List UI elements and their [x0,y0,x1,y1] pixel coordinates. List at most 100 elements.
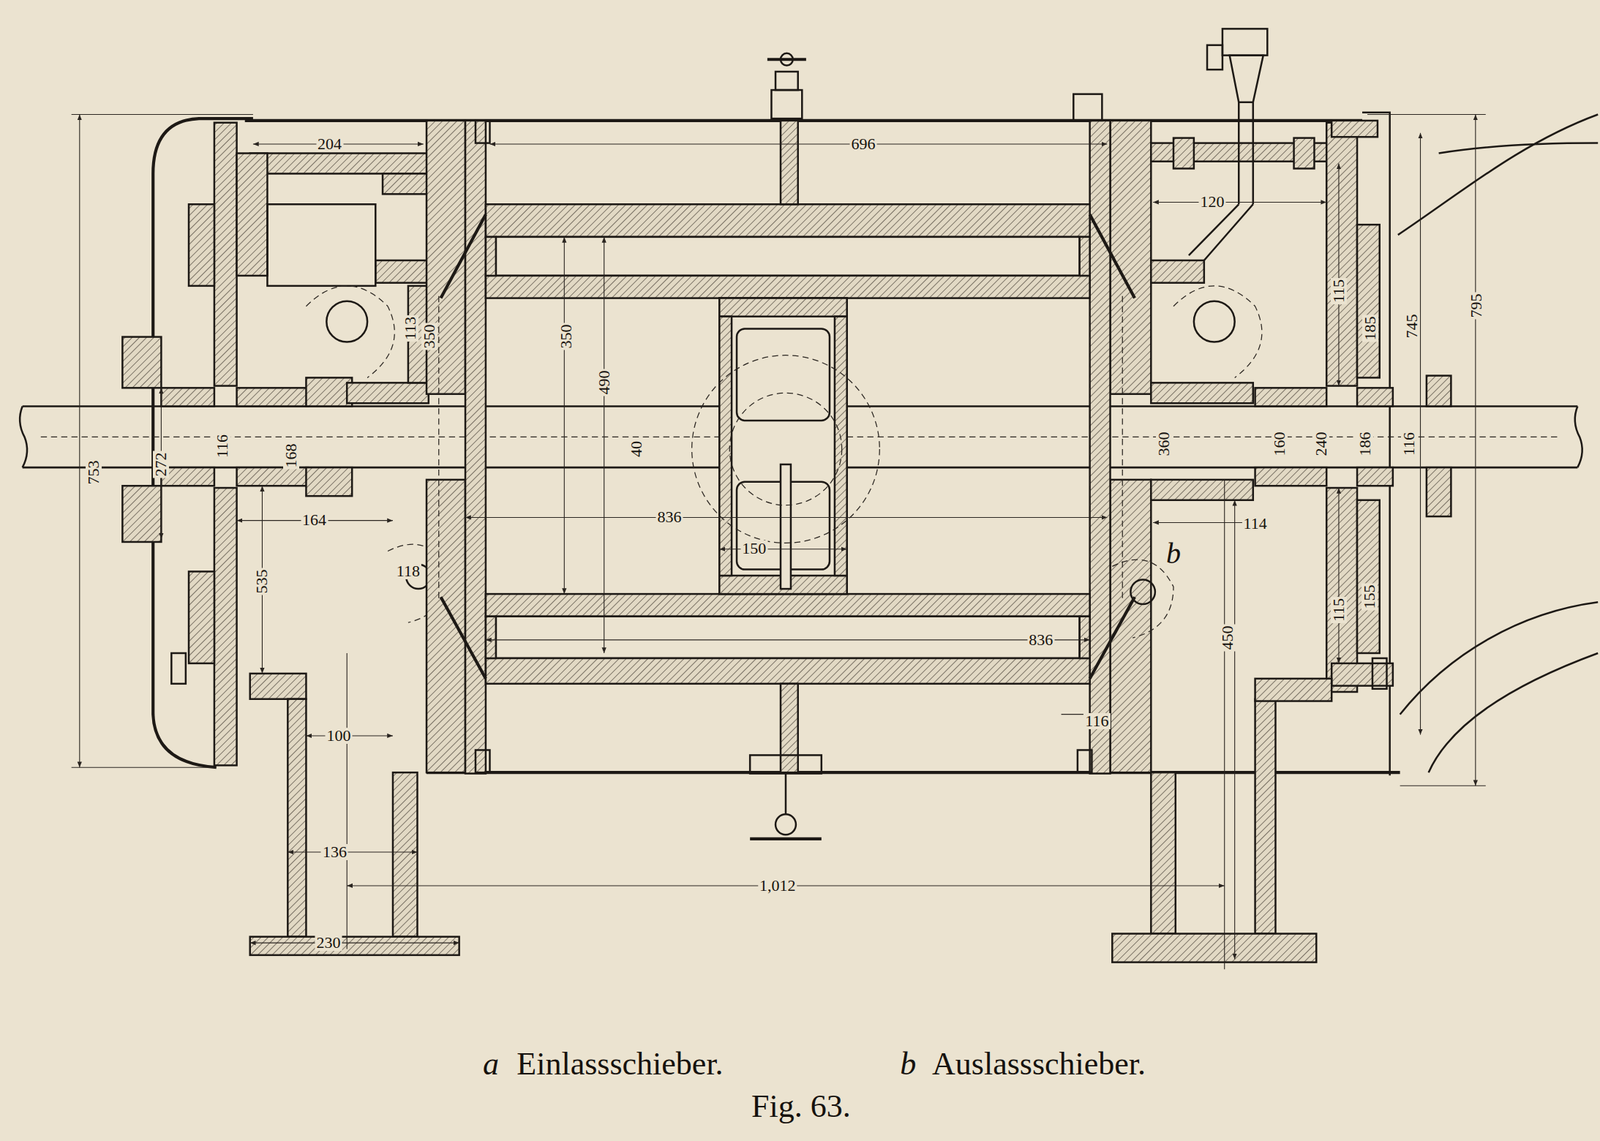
outlet-valve-chest [1173,286,1263,379]
left-cover [305,377,352,407]
legend-text: a [481,1048,501,1081]
dimension-label: 795 [1468,292,1485,320]
left-cover [122,485,161,543]
support-legs [1150,772,1175,934]
part-letter: b [1164,539,1183,569]
right-cover [1357,387,1393,407]
rotary-drum [496,616,1080,659]
dimension-label: 360 [1155,430,1173,458]
dimension-label: 136 [321,844,349,861]
right-cover [1326,122,1358,387]
left-cover [188,571,215,664]
fittings [171,653,186,685]
dimension-lines [1474,114,1476,787]
housing-outline [426,771,1401,775]
outlet-valve-chest [1150,479,1253,501]
housing-outline [152,112,1400,777]
outlet-valve-chest [1173,138,1194,169]
right-cover [1255,467,1328,486]
dimension-lines [1367,114,1486,115]
fittings [749,837,822,841]
dimension-lines [1234,500,1235,960]
dimension-lines [1223,479,1225,970]
rotary-drum [485,658,1091,685]
rotary-drum [485,616,497,659]
outlet-valve-chest [1112,138,1335,638]
cylinder-walls [1122,296,1123,603]
cylinder-walls [426,120,466,395]
figure-caption: Fig. 63. [749,1090,853,1123]
cross-hub [834,316,848,576]
dimension-label: 155 [1361,583,1378,611]
dimension-label: 350 [558,323,575,351]
right-cover [1426,467,1451,517]
left-cover [214,122,238,387]
right-cover [1426,376,1451,407]
dimension-lines [719,548,847,550]
support-legs [250,673,307,700]
dimension-label: 185 [1362,315,1379,343]
rotary-drum [496,237,1080,276]
right-cover [1357,467,1393,486]
dimension-lines [1400,785,1486,787]
fittings [785,774,788,815]
shaft [1575,406,1583,468]
rotary-drum [485,306,486,593]
outlet-valve-chest [1193,301,1235,343]
rotary-drum [780,120,799,205]
dimension-label: 1,012 [757,877,798,895]
fittings [771,89,802,119]
rotary-drum [1090,596,1135,679]
dimension-lines [71,114,1486,971]
fittings [1252,102,1255,205]
cross-hub [736,328,830,421]
dimension-label: 150 [740,540,768,557]
dimension-label: 115 [1330,596,1347,624]
right-cover [1331,120,1378,137]
dimension-lines [1152,201,1327,203]
shaft [19,406,28,468]
outlet-valve-chest [1150,260,1205,284]
dimension-label: 204 [316,136,344,153]
inlet-valve-chest [305,286,395,379]
rotary-drum [485,594,1091,617]
cylinder-walls [426,120,1151,775]
fittings [475,749,491,773]
fittings [1073,94,1102,121]
cross-hub [719,298,847,595]
dimension-label: 230 [315,934,343,952]
legend-text: Auslassschieber. [930,1048,1148,1081]
dimension-label: 116 [1401,430,1418,458]
rotary-drum [441,120,1135,773]
support-legs [250,673,1332,963]
cross-hub [692,298,881,595]
dimension-label: 113 [402,315,419,342]
dimension-label: 186 [1357,430,1374,458]
left-cover [160,387,215,407]
dimension-lines [79,114,80,769]
dimension-lines [465,517,1107,518]
dimension-label: 114 [1241,515,1268,532]
cylinder-walls [438,296,439,603]
fittings [1237,102,1241,205]
adjoining-casting [1439,143,1599,154]
outlet-valve-chest [1294,138,1315,169]
rotary-drum [485,237,497,276]
dimension-lines [287,851,418,853]
rotary-drum [1079,616,1091,659]
inlet-valve-chest [237,153,268,276]
right-cover [1357,224,1380,378]
fittings [767,57,807,61]
left-cover [160,467,215,486]
inlet-valve-chest [326,301,368,343]
rotary-drum [485,275,1091,299]
dimension-label: 118 [395,563,422,580]
dimension-label: 168 [283,442,300,470]
fittings [1188,204,1254,261]
inlet-valve-chest [267,204,376,287]
left-cover [237,387,309,407]
inlet-valve-chest [382,173,429,194]
dimension-lines [250,943,460,944]
dimension-label: 696 [849,136,877,153]
fittings [1207,45,1223,70]
